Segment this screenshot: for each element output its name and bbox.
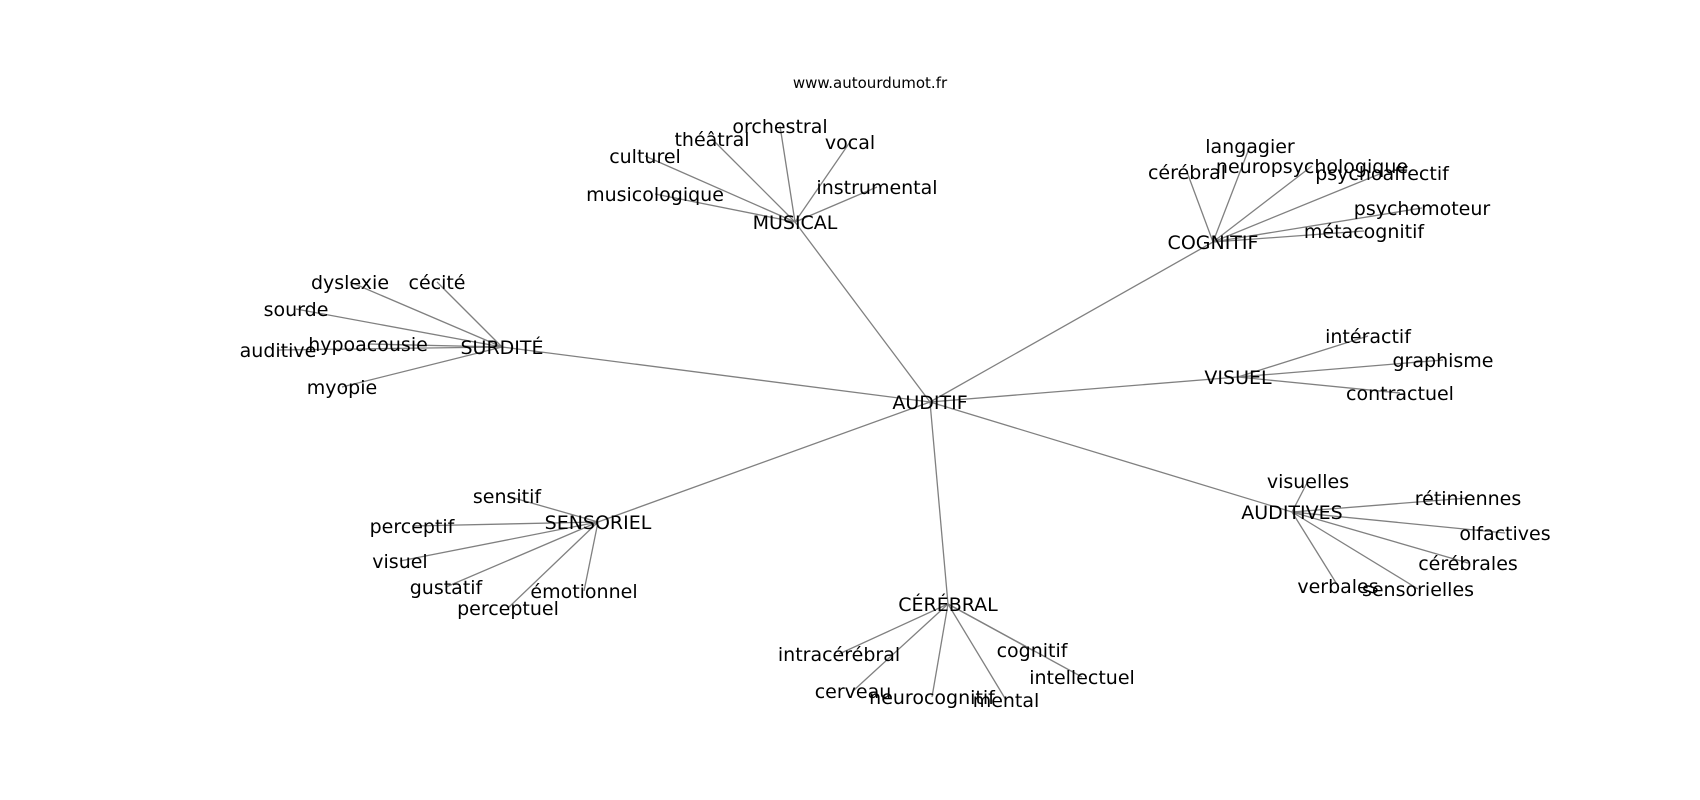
leaf-node-label: psychoaffectif — [1315, 163, 1450, 185]
leaf-node-label: émotionnel — [530, 581, 637, 603]
leaf-node-label: métacognitif — [1304, 221, 1425, 243]
edge-root-hub — [929, 401, 1293, 513]
leaf-node-label: graphisme — [1393, 350, 1494, 372]
leaf-node-label: sensorielles — [1362, 579, 1474, 601]
leaf-node-label: théâtral — [674, 129, 749, 151]
watermark: www.autourdumot.fr — [793, 74, 948, 92]
leaf-node-label: dyslexie — [311, 272, 389, 294]
edge-hub-leaf — [411, 521, 599, 527]
edge-hub-leaf — [436, 281, 503, 348]
leaf-node-label: contractuel — [1346, 383, 1454, 405]
edge-hub-leaf — [445, 521, 599, 588]
edge-hub-leaf — [1212, 172, 1383, 243]
leaf-node-label: myopie — [307, 377, 377, 399]
edge-hub-leaf — [947, 603, 1083, 678]
edge-hub-leaf — [349, 281, 503, 348]
leaf-node-label: sensitif — [473, 486, 543, 508]
leaf-node-label: visuelles — [1267, 471, 1349, 493]
leaf-node-label: intellectuel — [1029, 667, 1135, 689]
edge-root-hub — [794, 221, 931, 403]
edge-hub-leaf — [1291, 511, 1339, 587]
leaf-node-label: perceptif — [370, 516, 456, 538]
leaf-node-label: intracérébral — [778, 644, 900, 666]
leaf-node-label: neuropsychologique — [1216, 156, 1408, 178]
edge-hub-leaf — [654, 193, 796, 223]
edge-hub-leaf — [1291, 480, 1309, 513]
edge-hub-leaf — [367, 343, 503, 348]
edge-root-hub — [929, 376, 1239, 403]
hub-node-label: SURDITÉ — [460, 336, 543, 359]
leaf-node-label: culturel — [609, 146, 681, 168]
edge-hub-leaf — [1237, 376, 1401, 394]
leaf-node-label: vocal — [825, 132, 875, 154]
hub-node-label: SENSORIEL — [545, 512, 652, 534]
edge-hub-leaf — [794, 141, 851, 223]
root-node-label: AUDITIF — [892, 392, 967, 414]
leaf-node-label: cérébrales — [1418, 553, 1518, 575]
edge-hub-leaf — [947, 603, 1007, 701]
edge-hub-leaf — [1186, 171, 1214, 243]
leaf-node-label: perceptuel — [457, 598, 559, 620]
leaf-node-label: musicologique — [586, 184, 724, 206]
leaf-node-label: cognitif — [997, 640, 1069, 662]
edge-hub-leaf — [779, 125, 796, 223]
leaf-node-label: verbales — [1297, 576, 1378, 598]
leaf-node-label: mental — [973, 690, 1040, 712]
hub-node-label: VISUEL — [1204, 367, 1272, 389]
edge-hub-leaf — [852, 603, 949, 692]
edge-hub-leaf — [506, 495, 599, 523]
edge-root-hub — [929, 241, 1214, 403]
edge-hub-leaf — [399, 521, 599, 562]
edge-hub-leaf — [931, 603, 949, 698]
edge-hub-leaf — [1291, 511, 1469, 564]
edge-hub-leaf — [277, 346, 503, 351]
edge-hub-leaf — [1212, 145, 1251, 243]
leaf-node-label: psychomoteur — [1354, 198, 1491, 220]
leaf-node-label: orchestral — [732, 116, 827, 138]
leaf-node-label: neurocognitif — [869, 687, 996, 709]
edge-hub-leaf — [341, 346, 503, 388]
edge-hub-leaf — [794, 186, 878, 223]
edge-hub-leaf — [507, 521, 599, 609]
leaf-node-label: intéractif — [1325, 326, 1412, 348]
edge-hub-leaf — [1237, 359, 1444, 378]
edge-hub-leaf — [711, 138, 796, 223]
edge-hub-leaf — [295, 308, 503, 348]
hub-node-label: COGNITIF — [1168, 232, 1259, 254]
edge-hub-leaf — [1212, 230, 1365, 243]
leaf-node-label: instrumental — [816, 177, 937, 199]
edge-root-hub — [501, 346, 931, 403]
edge-hub-leaf — [1212, 165, 1313, 243]
graph-edges — [277, 125, 1506, 701]
hub-node-label: CÉRÉBRAL — [898, 593, 998, 616]
leaf-node-label: rétiniennes — [1415, 488, 1522, 510]
hub-node-label: MUSICAL — [753, 212, 838, 234]
leaf-node-label: olfactives — [1459, 523, 1550, 545]
edge-hub-leaf — [1212, 207, 1423, 243]
edge-root-hub — [929, 401, 949, 605]
leaf-node-label: langagier — [1205, 136, 1295, 158]
edge-hub-leaf — [1291, 497, 1469, 513]
leaf-node-label: auditive — [240, 340, 317, 362]
hub-node-label: AUDITIVES — [1241, 502, 1342, 524]
leaf-node-label: cérébral — [1148, 162, 1226, 184]
edge-hub-leaf — [1291, 511, 1506, 534]
leaf-node-label: gustatif — [410, 577, 484, 599]
leaf-node-label: visuel — [372, 551, 427, 573]
graph-labels: www.autourdumot.fr musicologique culturel… — [240, 74, 1551, 712]
edge-root-hub — [597, 401, 931, 523]
edge-hub-leaf — [838, 603, 949, 655]
edge-hub-leaf — [1291, 511, 1419, 590]
edge-hub-leaf — [583, 521, 599, 592]
leaf-node-label: cerveau — [815, 681, 892, 703]
leaf-node-label: hypoacousie — [308, 334, 428, 356]
leaf-node-label: sourde — [264, 299, 329, 321]
edge-hub-leaf — [1237, 335, 1369, 378]
edge-hub-leaf — [644, 155, 796, 223]
leaf-node-label: cécité — [409, 272, 466, 294]
